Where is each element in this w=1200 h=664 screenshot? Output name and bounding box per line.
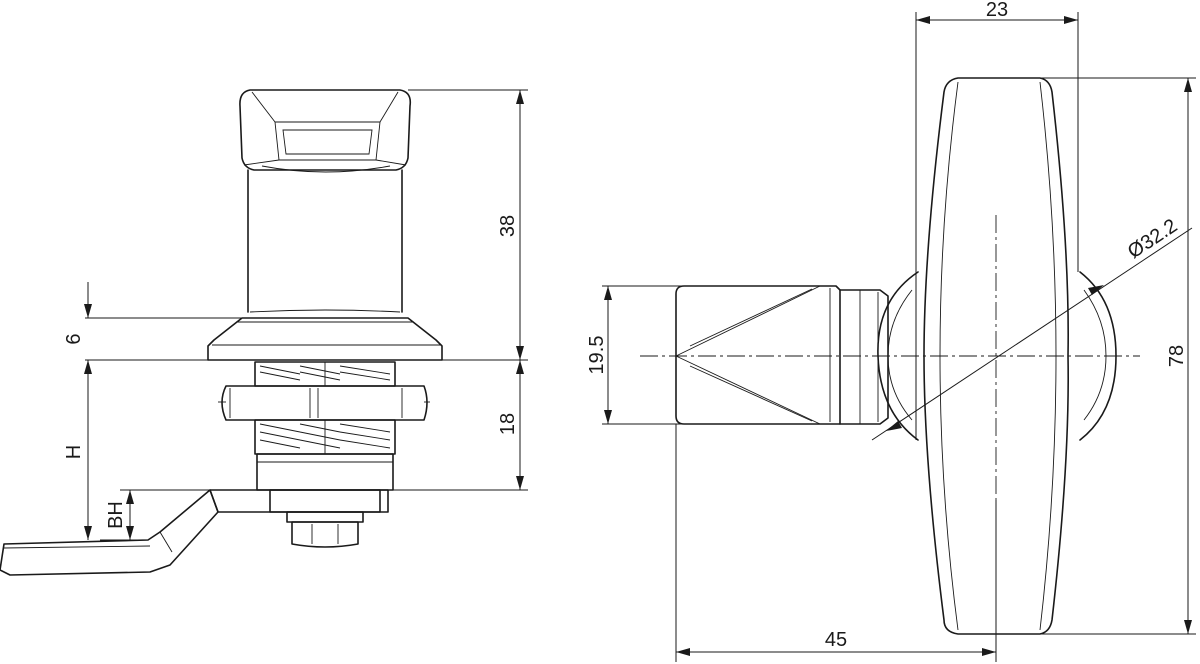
threaded-body (218, 361, 430, 491)
dimension-19-5: 19.5 (586, 286, 612, 424)
handle-head (239, 89, 412, 173)
dim-label-45: 45 (825, 629, 847, 651)
cam-lever (0, 489, 219, 576)
dimension-45: 45 (676, 629, 996, 656)
dim-label-78: 78 (1166, 345, 1188, 367)
end-view: 23 78 19.5 45 Ø32.2 (586, 0, 1196, 662)
dim-label-bh: BH (105, 501, 127, 529)
dim-label-18: 18 (497, 413, 519, 435)
dim-label-6: 6 (63, 333, 85, 344)
dimension-38: 38 (497, 90, 524, 360)
dimension-18: 18 (497, 360, 524, 490)
dimension-bh: BH (105, 490, 134, 540)
square-drive (675, 285, 889, 425)
dimension-diameter: Ø32.2 (871, 215, 1193, 441)
dimension-h: H (63, 360, 92, 540)
dim-label-23: 23 (986, 0, 1008, 21)
dim-label-h: H (63, 445, 85, 459)
dim-label-19-5: 19.5 (586, 336, 608, 375)
dimension-23: 23 (916, 0, 1078, 24)
dim-label-38: 38 (497, 215, 519, 237)
dim-label-diameter: Ø32.2 (1124, 215, 1182, 263)
dimension-78: 78 (1166, 78, 1192, 634)
cam-and-screw (209, 489, 389, 548)
handle-neck (247, 169, 403, 313)
flange (207, 317, 443, 361)
side-view: 38 6 H BH 18 (0, 89, 528, 576)
